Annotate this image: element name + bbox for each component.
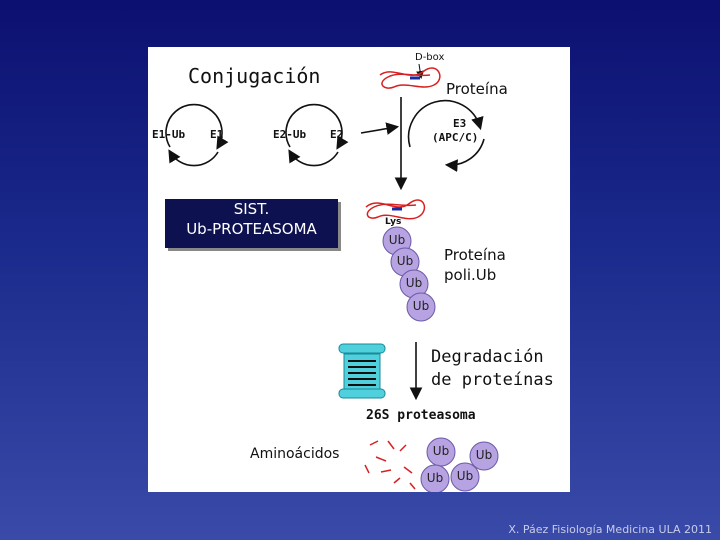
e2ub-label: E2-Ub — [273, 128, 307, 141]
ub-label: Ub — [432, 444, 450, 458]
ub-label: Ub — [426, 471, 444, 485]
system-box-line2: Ub-PROTEASOMA — [186, 220, 317, 238]
degradation-label-line2: de proteínas — [431, 370, 554, 390]
free-ubiquitin — [420, 437, 499, 492]
credit-footer: X. Páez Fisiología Medicina ULA 2011 — [508, 523, 712, 536]
ubiquitin-icon — [406, 292, 436, 322]
pathway-graphics — [165, 63, 499, 492]
e3-cycle — [407, 99, 485, 172]
conjugation-title: Conjugación — [188, 64, 321, 88]
e1-cycle — [165, 103, 229, 167]
degradation-label-line1: Degradación — [431, 347, 544, 367]
ub-label: Ub — [396, 254, 414, 268]
ub-label: Ub — [412, 299, 430, 313]
polyub-label-line2: poli.Ub — [444, 266, 497, 284]
protein-label: Proteína — [446, 80, 508, 98]
polyubiquitin-chain — [382, 226, 436, 322]
amino-acids-label: Aminoácidos — [250, 446, 340, 462]
e1-label: E1 — [210, 128, 224, 141]
amino-acid-fragments — [364, 440, 416, 490]
proteasome-label: 26S proteasoma — [366, 408, 476, 423]
e2-cycle — [285, 103, 349, 167]
proteasome-icon — [338, 343, 386, 399]
e1ub-label: E1-Ub — [152, 128, 186, 141]
diagram-panel: Conjugación D-box Proteína E3 (APC/C) E1… — [148, 47, 570, 492]
ub-label: Ub — [475, 448, 493, 462]
ub-label: Ub — [405, 276, 423, 290]
protein-icon — [379, 67, 441, 89]
system-box-line1: SIST. — [233, 200, 270, 218]
system-box: SIST. Ub-PROTEASOMA — [165, 199, 338, 248]
ub-label: Ub — [456, 469, 474, 483]
ub-label: Ub — [388, 233, 406, 247]
ubiquitin-icon — [469, 441, 499, 471]
polyub-label-line1: Proteína — [444, 246, 506, 264]
apc-label: (APC/C) — [432, 131, 479, 144]
dbox-label: D-box — [415, 52, 445, 63]
transfer-arrow — [360, 122, 400, 135]
lys-label: Lys — [385, 217, 402, 227]
e3-label: E3 — [453, 117, 467, 130]
ubiquitin-icon — [450, 462, 480, 492]
e2-label: E2 — [330, 128, 344, 141]
protein-icon — [365, 199, 426, 220]
ubiquitin-icon — [420, 464, 450, 492]
